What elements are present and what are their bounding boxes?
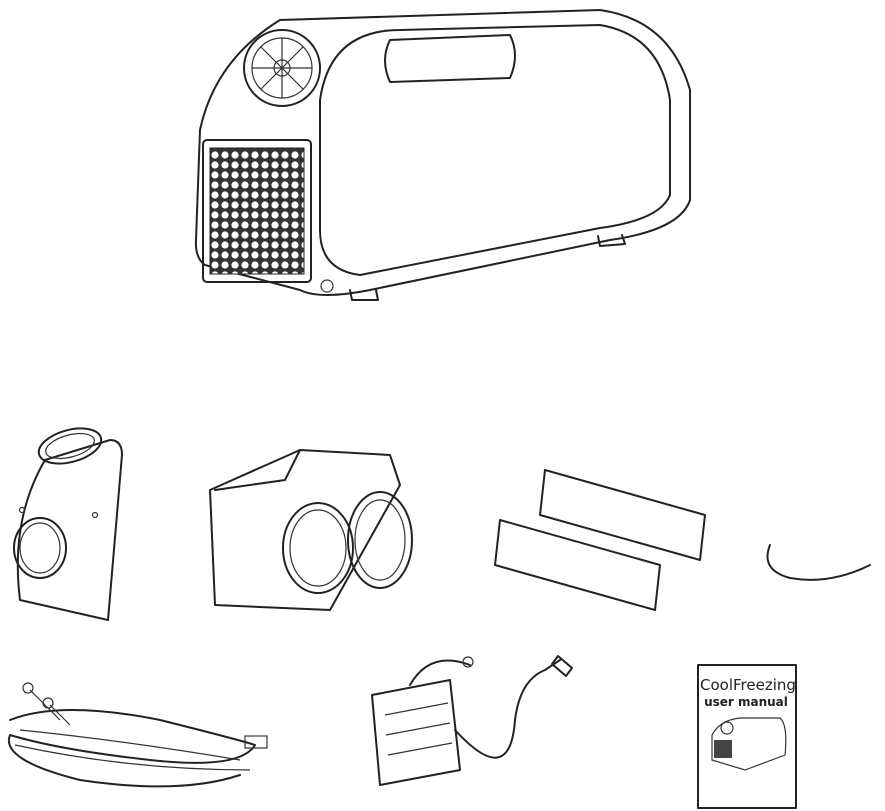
car-power-cable <box>7 682 268 788</box>
drain-tube <box>766 544 871 581</box>
air-conditioner-unit <box>194 9 691 301</box>
double-duct-connector <box>209 449 413 611</box>
window-adapter-plate <box>13 427 123 621</box>
ac-power-adapter <box>371 655 573 786</box>
manual-subtitle: user manual <box>704 695 788 709</box>
manual-title: CoolFreezing <box>700 676 796 694</box>
exhaust-hoses <box>494 469 706 611</box>
user-manual <box>697 664 797 809</box>
vent-grille <box>202 139 312 283</box>
fan-icon <box>243 29 321 107</box>
